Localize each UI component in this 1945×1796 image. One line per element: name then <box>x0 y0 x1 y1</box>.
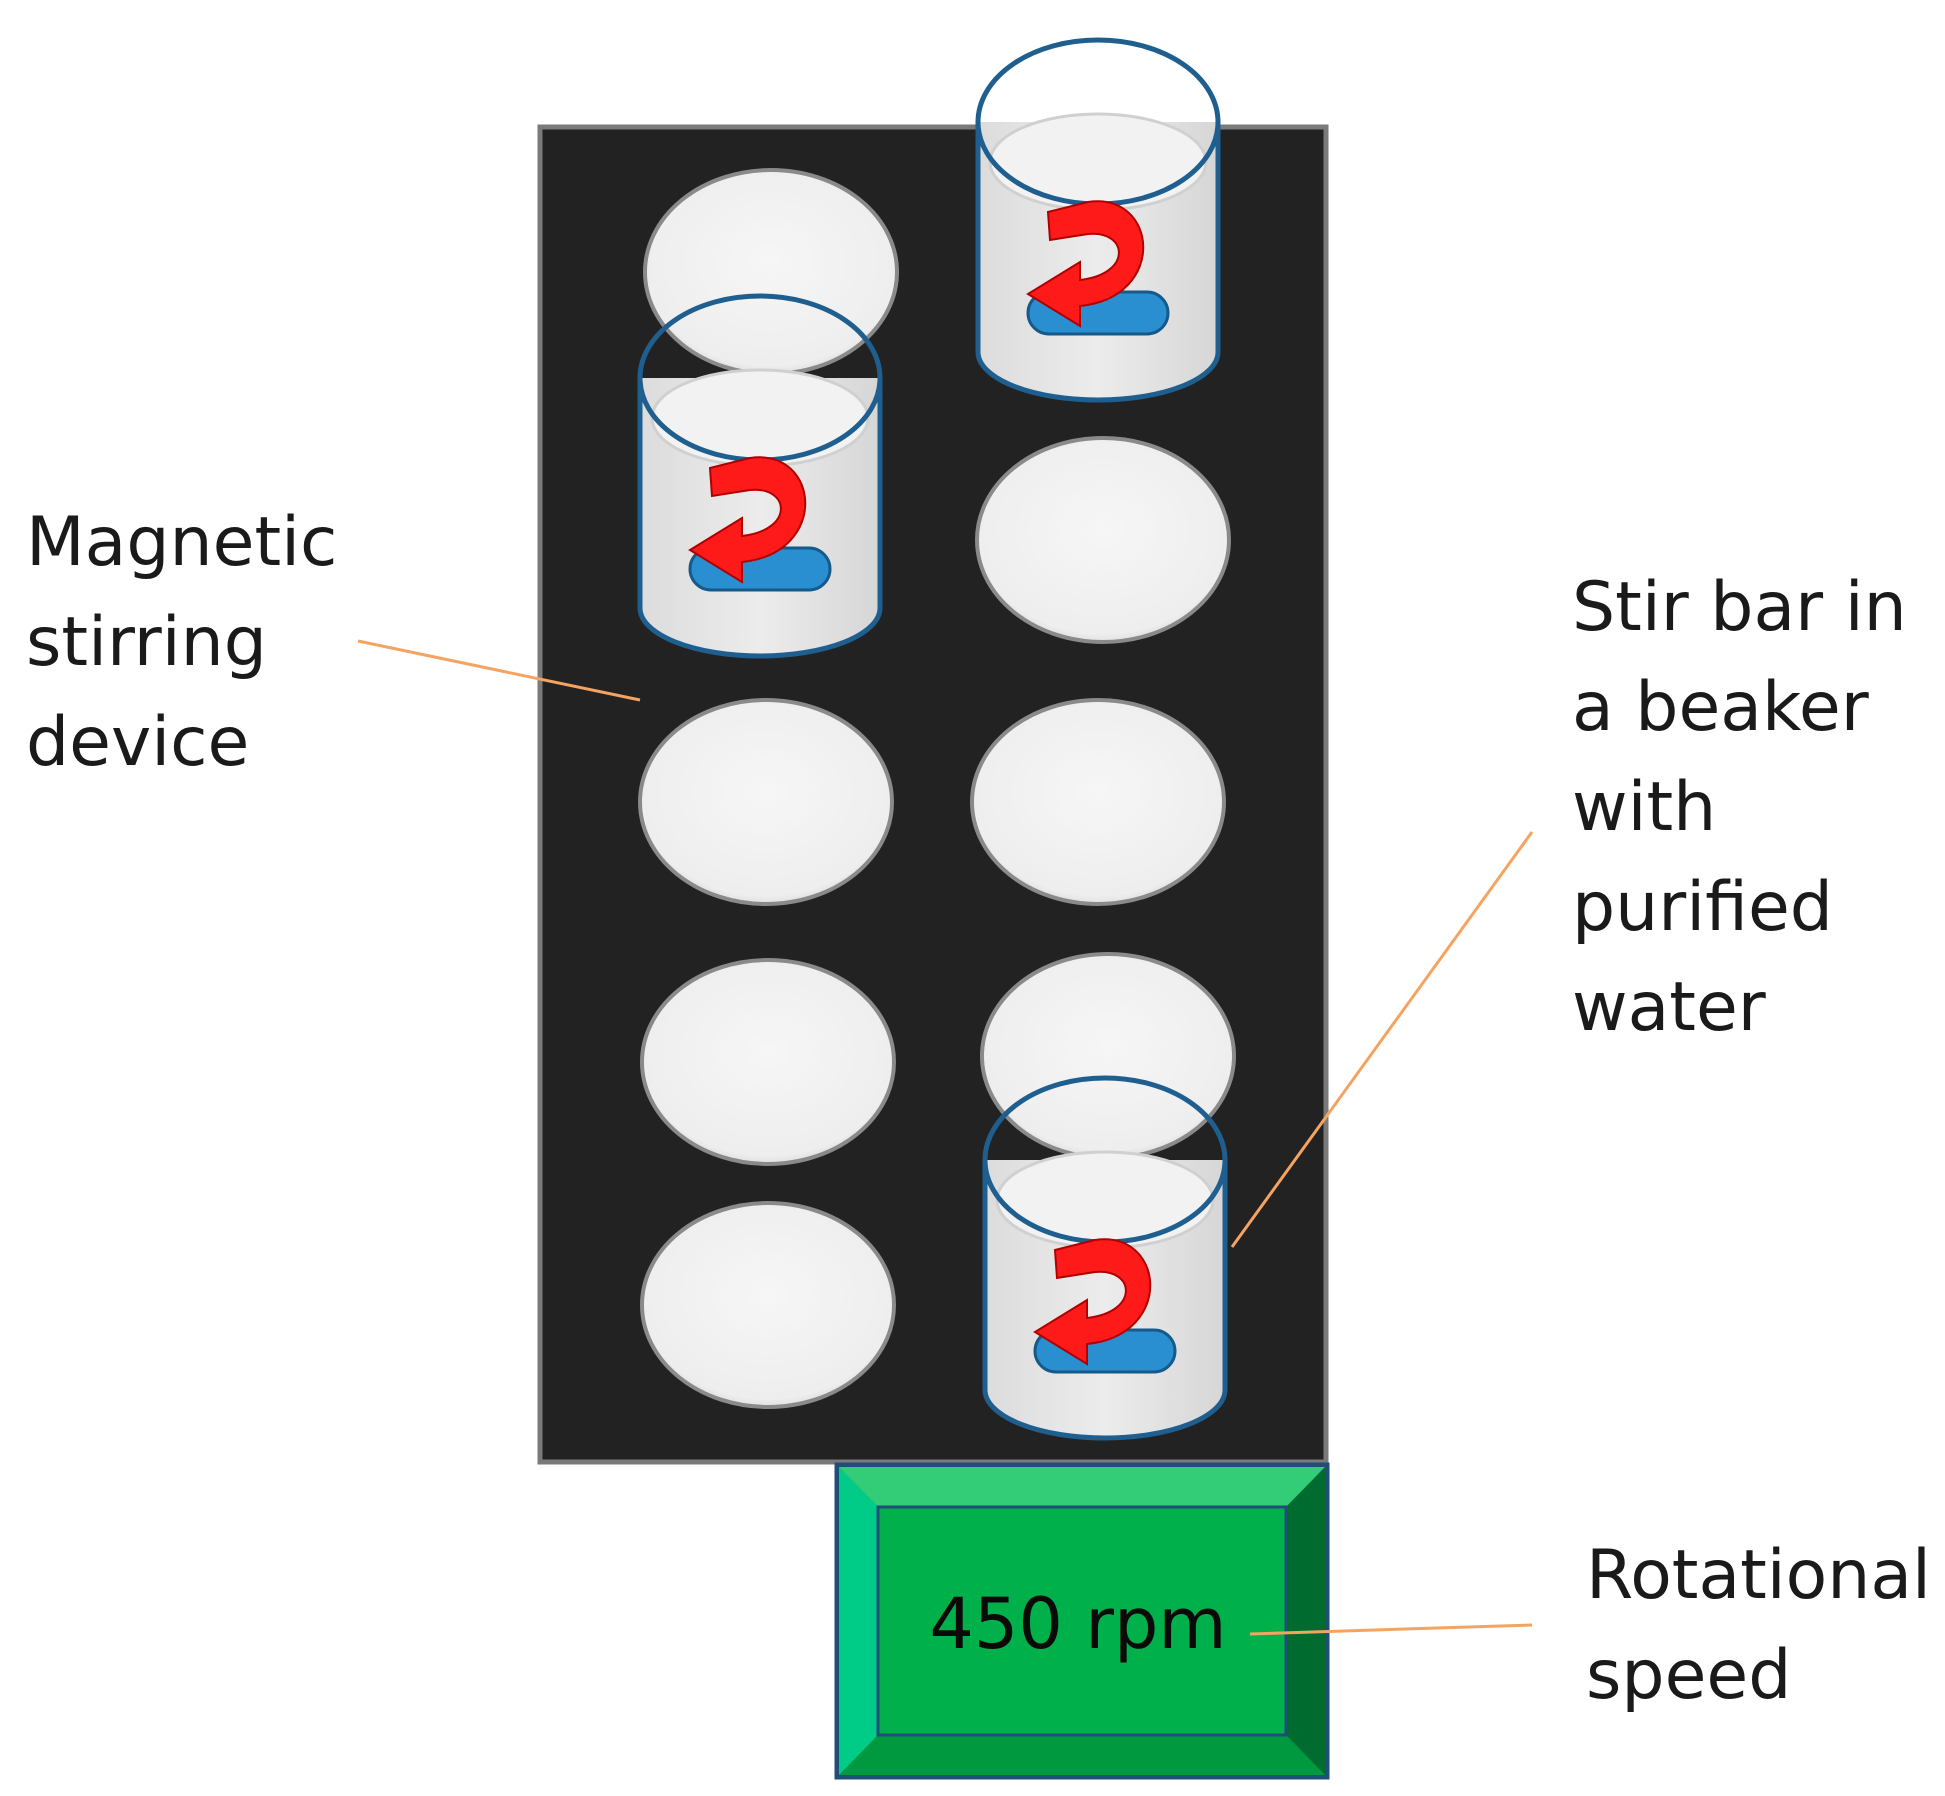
label-speed-line-2: speed <box>1586 1636 1791 1715</box>
label-beaker-line-3: with <box>1572 768 1716 847</box>
well-right-2 <box>975 436 1231 644</box>
leader-line-speed <box>1249 1623 1533 1636</box>
label-beaker: Stir bar in a beaker with purified water <box>1572 568 1907 1047</box>
leader-line-beaker <box>1230 831 1534 1248</box>
label-speed-line-1: Rotational <box>1586 1536 1931 1615</box>
label-device: Magnetic stirring device <box>26 503 337 782</box>
well-left-4 <box>640 958 896 1166</box>
label-device-line-3: device <box>26 703 249 782</box>
beaker-top-right <box>978 40 1218 400</box>
well-left-5 <box>640 1201 896 1409</box>
label-beaker-line-2: a beaker <box>1572 668 1869 747</box>
well-right-3 <box>970 698 1226 906</box>
speed-display: 450 rpm <box>834 1462 1330 1780</box>
label-device-line-2: stirring <box>26 603 267 682</box>
well-right-4 <box>980 952 1236 1160</box>
speed-value: 450 rpm <box>929 1583 1226 1665</box>
well-left-3 <box>638 698 894 906</box>
label-beaker-line-4: purified <box>1572 868 1833 947</box>
label-device-line-1: Magnetic <box>26 503 337 582</box>
label-beaker-line-5: water <box>1572 968 1766 1047</box>
label-beaker-line-1: Stir bar in <box>1572 568 1907 647</box>
label-speed: Rotational speed <box>1586 1536 1931 1715</box>
well-left-1 <box>643 168 899 376</box>
leader-line-device <box>357 639 641 702</box>
